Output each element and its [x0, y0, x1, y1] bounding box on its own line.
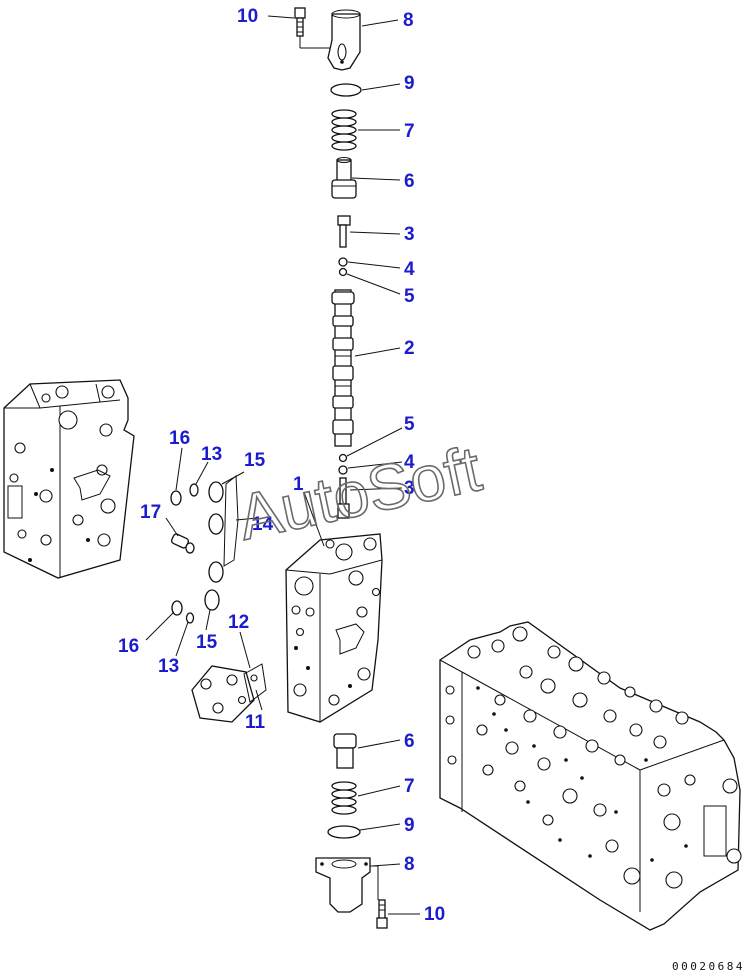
- valve-section-1: [285, 533, 383, 723]
- callout-6-top: 6: [404, 171, 415, 192]
- callout-10-top: 10: [237, 6, 258, 27]
- callout-4-top: 4: [404, 259, 415, 280]
- o-ring-15-upper: [208, 481, 224, 503]
- callout-1: 1: [293, 474, 304, 495]
- callout-4-lower: 4: [404, 452, 415, 473]
- callout-16-upper: 16: [169, 428, 190, 449]
- ring-5-lower: [338, 453, 348, 463]
- spring-7-top: [331, 109, 357, 151]
- callout-10-lower: 10: [424, 904, 445, 925]
- callout-6-lower: 6: [404, 731, 415, 752]
- callout-13-upper: 13: [201, 444, 222, 465]
- o-ring-15-mid-2: [208, 561, 224, 583]
- cover-8-top: [327, 9, 361, 71]
- flange-cap-11: [191, 665, 255, 723]
- callout-labels: 10 8 9 7 6 3 4 5 2 5 4 3 1 16 13 15 17 1…: [118, 6, 445, 925]
- cover-8-lower: [315, 857, 371, 913]
- o-ring-9-lower: [327, 825, 361, 839]
- leader-lines: [145, 15, 420, 915]
- o-ring-15-lower: [204, 589, 220, 611]
- callout-7-top: 7: [404, 121, 415, 142]
- seal-16-upper: [170, 490, 182, 506]
- bolt-10-lower: [376, 899, 388, 929]
- ring-4-top: [338, 257, 348, 267]
- callout-15-upper: 15: [244, 450, 266, 471]
- gasket-12: [243, 663, 267, 703]
- callout-2: 2: [404, 338, 415, 359]
- o-ring-9-top: [330, 83, 362, 97]
- o-ring-15-mid: [208, 513, 224, 535]
- pin-3-lower: [337, 477, 350, 519]
- spool-2: [331, 289, 355, 447]
- callout-8-top: 8: [403, 10, 414, 31]
- callout-9-top: 9: [404, 73, 415, 94]
- callout-17: 17: [140, 502, 161, 523]
- callout-13-lower: 13: [158, 656, 179, 677]
- plug-17: [170, 533, 195, 554]
- bolt-10-top: [294, 7, 306, 37]
- ring-5-top: [338, 267, 348, 277]
- right-main-valve-assembly: [439, 621, 742, 931]
- callout-15-lower: 15: [196, 632, 218, 653]
- left-reference-valve-block: [3, 379, 135, 579]
- retainer-6-lower: [333, 733, 357, 769]
- o-ring-13-lower: [185, 612, 195, 624]
- callout-3-lower: 3: [404, 478, 415, 499]
- callout-12: 12: [228, 612, 249, 633]
- spring-7-lower: [331, 781, 357, 815]
- callout-14: 14: [252, 514, 274, 535]
- callout-16-lower: 16: [118, 636, 139, 657]
- callout-11: 11: [245, 712, 266, 733]
- callout-3-top: 3: [404, 224, 415, 245]
- callout-8-lower: 8: [404, 854, 415, 875]
- callout-5-lower: 5: [404, 414, 415, 435]
- callout-9-lower: 9: [404, 815, 415, 836]
- retainer-6-top: [331, 157, 357, 199]
- pin-3-top: [337, 215, 351, 248]
- callout-5-top: 5: [404, 286, 415, 307]
- o-ring-13-upper: [189, 483, 199, 497]
- ring-4-lower: [338, 465, 348, 475]
- seal-16-lower: [171, 600, 183, 616]
- document-number: 00020684: [672, 960, 745, 973]
- callout-7-lower: 7: [404, 776, 415, 797]
